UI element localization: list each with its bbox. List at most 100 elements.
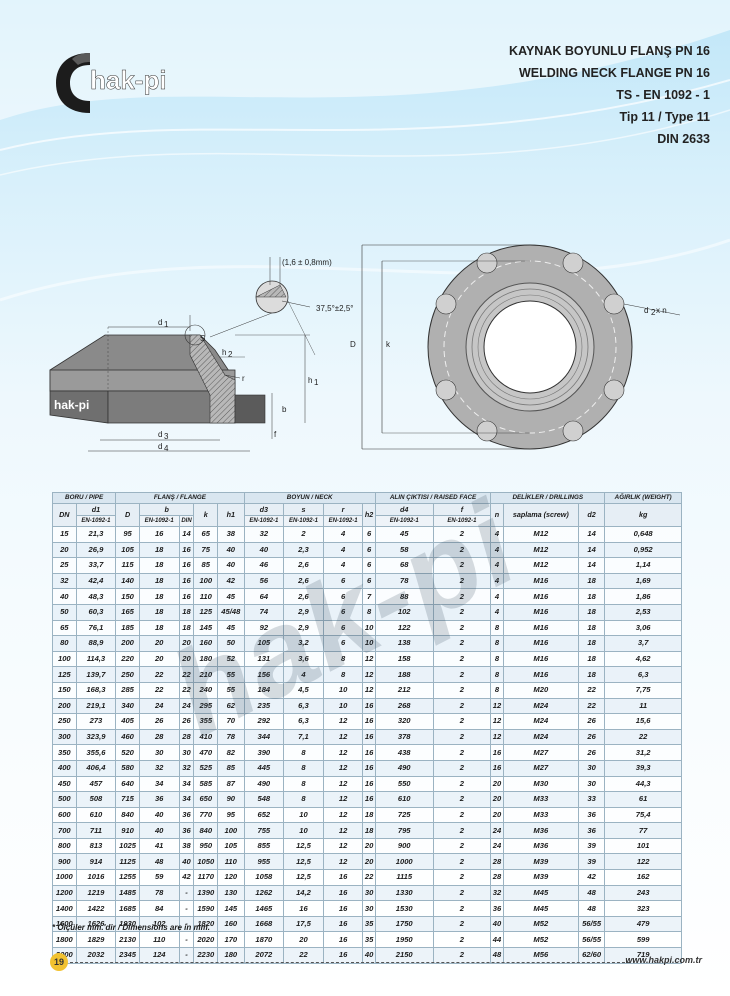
table-cell: 3,7 <box>604 635 682 652</box>
table-cell: 24 <box>490 837 504 855</box>
table-cell: 340 <box>115 697 140 715</box>
table-cell: 500 <box>52 791 77 808</box>
table-cell: 122 <box>604 853 682 871</box>
table-cell: 18 <box>577 666 606 683</box>
table-cell: 8 <box>283 744 324 761</box>
table-cell: 12 <box>322 791 364 808</box>
table-cell: - <box>178 931 195 949</box>
table-cell: 36 <box>178 822 195 839</box>
table-cell: 160 <box>193 635 219 652</box>
table-cell: 80 <box>52 635 77 652</box>
table-cell: 16 <box>138 526 180 543</box>
table-cell: 490 <box>374 759 434 777</box>
table-cell: 30 <box>178 744 195 761</box>
table-cell: 2 <box>432 775 492 793</box>
label-h1-sub: 1 <box>314 378 319 387</box>
table-cell: 2 <box>432 869 492 886</box>
table-cell: M16 <box>502 666 579 683</box>
table-cell: 184 <box>243 681 285 699</box>
table-cell: 2 <box>432 588 492 605</box>
table-cell: 1000 <box>374 853 434 871</box>
table-cell: 16 <box>178 557 195 574</box>
table-cell: 700 <box>52 822 77 839</box>
label-b: b <box>282 405 287 414</box>
table-cell: 10 <box>283 806 324 824</box>
col-kg: kg <box>604 503 682 527</box>
table-cell: 105 <box>115 541 140 559</box>
table-cell: 6 <box>322 603 364 621</box>
table-cell: 1330 <box>374 884 434 902</box>
body-logo-text: hak-pi <box>54 398 89 412</box>
table-cell: 20 <box>490 791 504 808</box>
col-f: f <box>432 503 492 516</box>
col-b: b <box>138 503 195 516</box>
table-cell: 20 <box>138 635 180 652</box>
table-cell: 22 <box>138 666 180 683</box>
table-cell: 20 <box>138 650 180 668</box>
table-cell: 355 <box>193 713 219 730</box>
table-cell: 16 <box>362 791 376 808</box>
logo-graphic: hak-pi <box>56 53 167 113</box>
title-line-3: TS - EN 1092 - 1 <box>616 88 710 102</box>
weld-detail <box>209 257 316 356</box>
table-cell: 1262 <box>243 884 285 902</box>
table-cell: 900 <box>52 853 77 871</box>
table-cell: 610 <box>75 806 117 824</box>
table-cell: 2 <box>432 900 492 917</box>
logo-text: hak-pi <box>90 65 167 95</box>
table-cell: 14 <box>577 541 606 559</box>
table-cell: 40 <box>52 588 77 605</box>
table-cell: 140 <box>115 572 140 590</box>
table-cell: 16 <box>283 900 324 917</box>
table-cell: 711 <box>75 822 117 839</box>
table-cell: 520 <box>115 744 140 761</box>
table-cell: 50 <box>217 635 245 652</box>
table-cell: 22 <box>178 681 195 699</box>
table-cell: 460 <box>115 728 140 746</box>
table-cell: 32 <box>178 759 195 777</box>
table-cell: 10 <box>322 681 364 699</box>
table-cell: 40 <box>178 853 195 871</box>
website-link[interactable]: www.hakpi.com.tr <box>625 955 702 965</box>
group-flange: FLANŞ / FLANGE <box>115 492 245 504</box>
table-cell: 16 <box>362 697 376 715</box>
title-line-5: DIN 2633 <box>657 132 710 146</box>
table-cell: 40 <box>362 947 376 964</box>
table-cell: M33 <box>502 791 579 808</box>
table-cell: 285 <box>115 681 140 699</box>
std-r: EN-1092-1 <box>322 515 364 527</box>
table-cell: 12 <box>362 681 376 699</box>
table-cell: 162 <box>604 869 682 886</box>
table-cell: 39 <box>577 853 606 871</box>
table-cell: 14 <box>178 526 195 543</box>
table-cell: 31,2 <box>604 744 682 761</box>
table-cell: 165 <box>115 603 140 621</box>
table-cell: 33,7 <box>75 557 117 574</box>
table-cell: 1016 <box>75 869 117 886</box>
table-cell: 2,6 <box>283 557 324 574</box>
table-cell: 10 <box>283 822 324 839</box>
table-cell: M20 <box>502 681 579 699</box>
table-cell: 61 <box>604 791 682 808</box>
table-cell: 1465 <box>243 900 285 917</box>
table-cell: 1125 <box>115 853 140 871</box>
table-cell: 600 <box>52 806 77 824</box>
table-cell: 110 <box>217 853 245 871</box>
table-cell: 18 <box>138 588 180 605</box>
technical-drawing: hak-pi <box>49 244 681 453</box>
table-cell: 212 <box>374 681 434 699</box>
table-cell: 3,2 <box>283 635 324 652</box>
table-cell: - <box>178 900 195 917</box>
table-cell: 85 <box>193 557 219 574</box>
table-cell: 1485 <box>115 884 140 902</box>
table-cell: 4 <box>490 572 504 590</box>
table-cell: 18 <box>577 650 606 668</box>
table-cell: 24 <box>138 697 180 715</box>
table-cell: M52 <box>502 915 579 933</box>
table-cell: M16 <box>502 619 579 637</box>
table-cell: 10 <box>362 635 376 652</box>
